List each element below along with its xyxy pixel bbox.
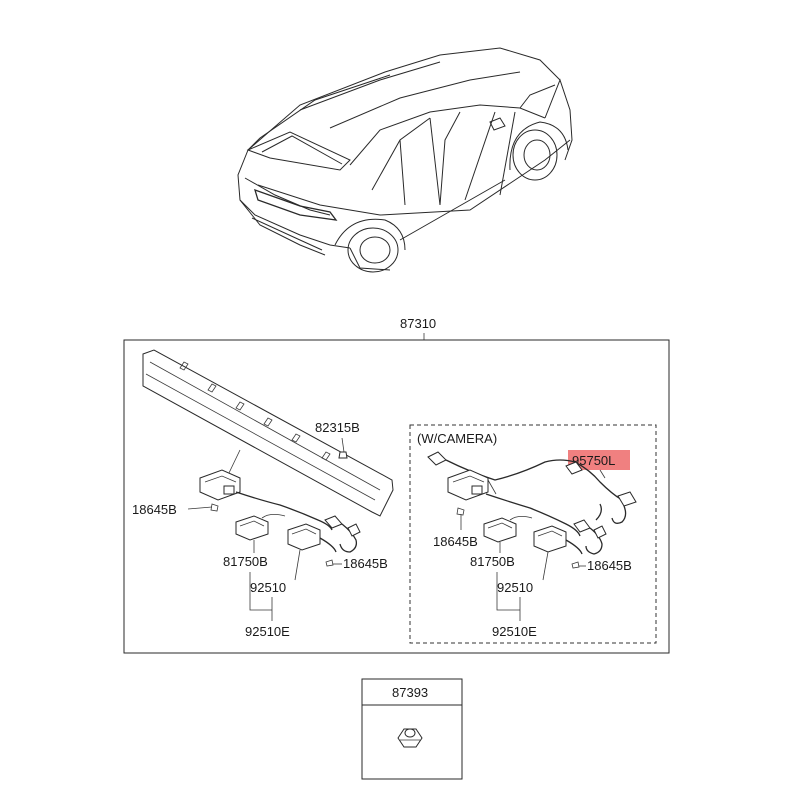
label-81750B-right: 81750B xyxy=(470,554,515,569)
bulb-18645B-right-b xyxy=(571,561,580,569)
lamp-92510-right xyxy=(533,525,583,555)
lamp-92510-left xyxy=(287,523,337,553)
label-92510-right: 92510 xyxy=(497,580,533,595)
assembly-frame xyxy=(123,339,670,654)
label-18645B-right-group-b: 18645B xyxy=(587,558,632,573)
label-18645B-left-group-a: 18645B xyxy=(132,502,177,517)
bulb-18645B-left-a xyxy=(210,503,219,512)
nut-87393 xyxy=(397,728,423,748)
bulb-18645B-right-a xyxy=(456,507,465,516)
camera-variant-frame xyxy=(409,424,657,644)
camera-wiring-harness xyxy=(427,451,637,524)
label-81750B-left: 81750B xyxy=(223,554,268,569)
label-18645B-right-group-a: 18645B xyxy=(433,534,478,549)
connector-left xyxy=(324,515,361,553)
camera-variant-label: (W/CAMERA) xyxy=(417,431,497,446)
connector-right xyxy=(573,503,607,555)
label-92510E-right: 92510E xyxy=(492,624,537,639)
license-lamp-left xyxy=(199,469,241,501)
lamp-81750B-left xyxy=(235,515,269,541)
label-92510E-left: 92510E xyxy=(245,624,290,639)
tailgate-garnish-panel xyxy=(142,349,394,517)
label-87393: 87393 xyxy=(392,685,428,700)
vehicle-illustration xyxy=(237,47,573,273)
bulb-18645B-left-b xyxy=(325,559,334,567)
wiring-harness-right xyxy=(485,493,581,537)
highlight-95750L xyxy=(568,450,630,470)
label-95750L: 95750L xyxy=(572,453,615,468)
assembly-part-number: 87310 xyxy=(400,316,436,331)
nut-part-frame xyxy=(361,678,463,780)
bracket-92510E-right xyxy=(496,572,521,621)
label-92510-left: 92510 xyxy=(250,580,286,595)
bracket-92510E-left xyxy=(249,572,273,621)
license-lamp-right xyxy=(447,469,489,501)
label-18645B-left-group-b: 18645B xyxy=(343,556,388,571)
wiring-harness-left xyxy=(235,491,333,531)
lamp-81750B-right xyxy=(483,517,517,543)
clip-82315B xyxy=(338,451,348,459)
label-82315B: 82315B xyxy=(315,420,360,435)
